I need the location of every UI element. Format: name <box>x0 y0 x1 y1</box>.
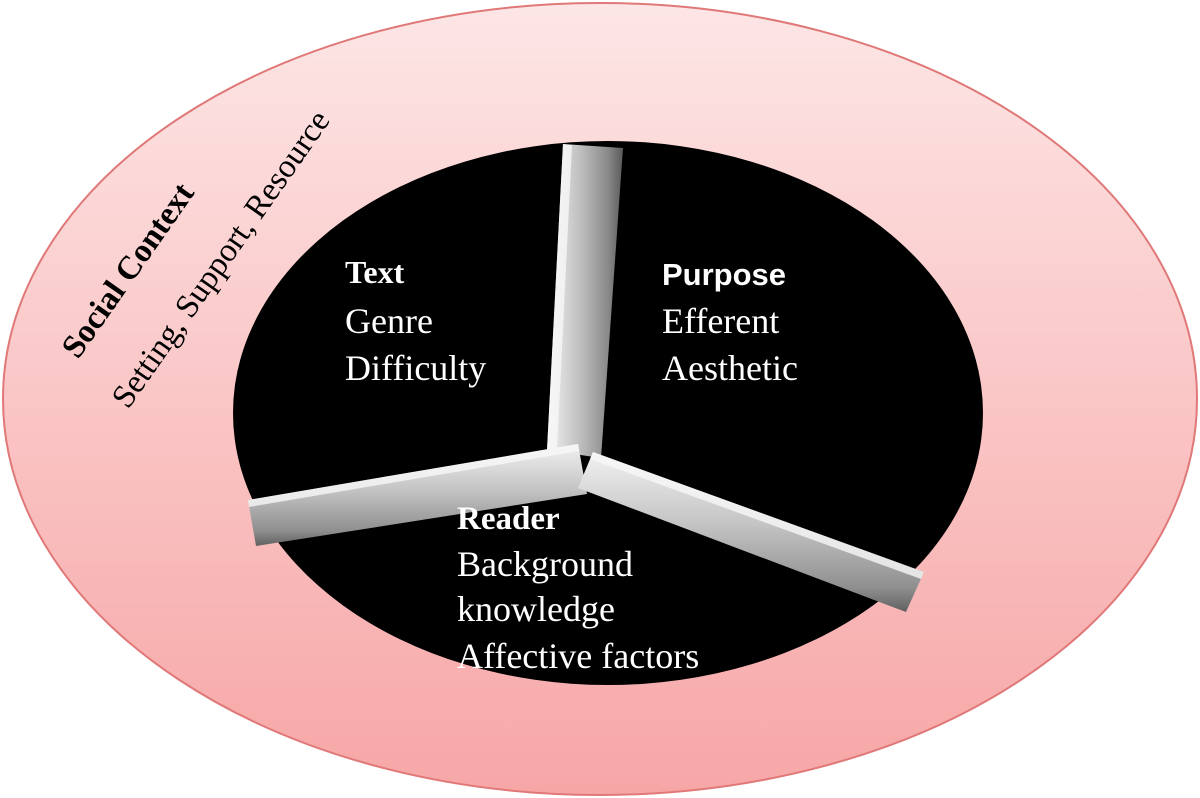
divider-bar-left <box>248 444 587 546</box>
divider-bar-left-edge <box>248 444 579 507</box>
purpose-section: Purpose Efferent Aesthetic <box>662 257 798 388</box>
divider-bars <box>248 144 924 612</box>
text-section-title: Text <box>345 254 405 290</box>
reader-section-title: Reader <box>457 501 560 537</box>
reader-section-line: Background <box>457 544 633 584</box>
reader-section: Reader Background knowledge Affective fa… <box>457 501 699 676</box>
text-section-line: Difficulty <box>345 348 486 388</box>
text-section-line: Genre <box>345 301 433 341</box>
purpose-section-line: Aesthetic <box>662 348 798 388</box>
divider-bar-right <box>578 452 924 612</box>
purpose-section-line: Efferent <box>662 301 779 341</box>
reader-section-line: Affective factors <box>457 636 699 676</box>
divider-bar-vertical-edge <box>547 144 572 450</box>
divider-bar-right-edge <box>590 452 924 579</box>
text-section: Text Genre Difficulty <box>345 254 486 388</box>
purpose-section-title: Purpose <box>662 257 786 292</box>
reader-section-line: knowledge <box>457 589 615 629</box>
